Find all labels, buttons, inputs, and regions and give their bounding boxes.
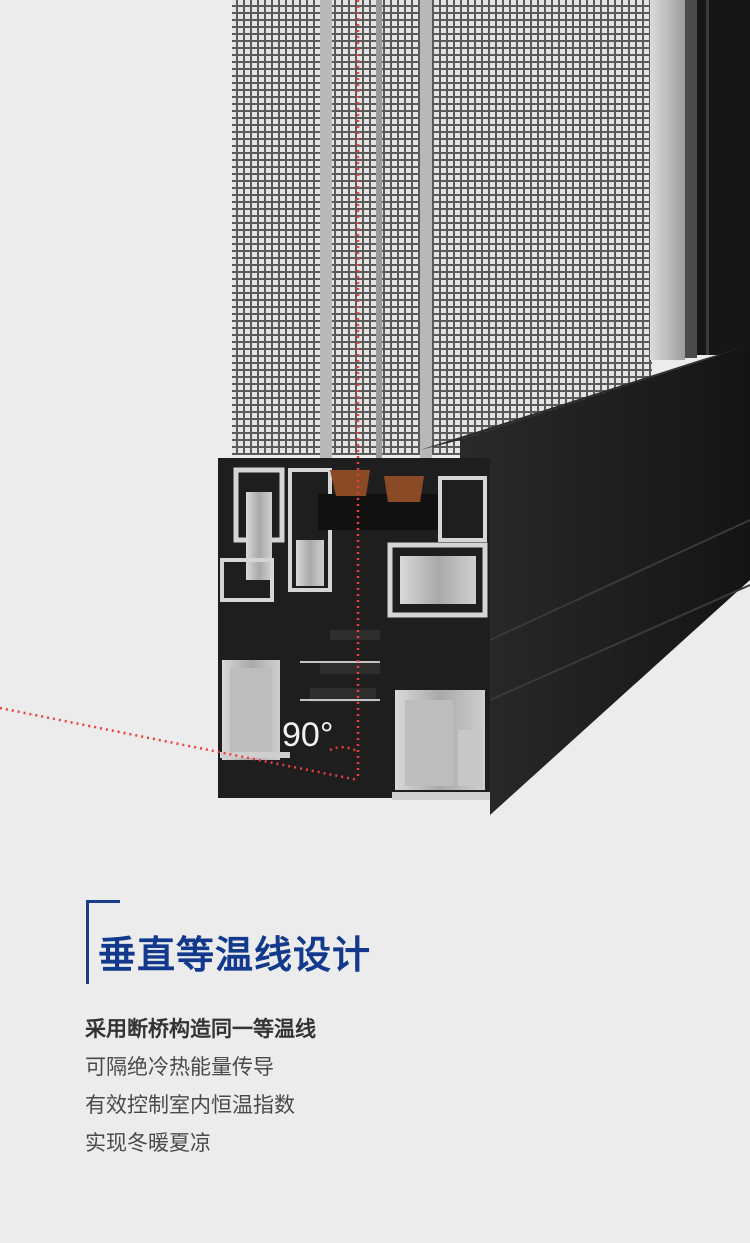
feature-description: 采用断桥构造同一等温线 可隔绝冷热能量传导 有效控制室内恒温指数 实现冬暖夏凉 [85, 1010, 685, 1162]
description-line: 采用断桥构造同一等温线 [85, 1017, 316, 1041]
frame-body [420, 345, 750, 815]
description-line: 实现冬暖夏凉 [85, 1131, 211, 1155]
isotherm-lines [0, 0, 360, 782]
profile-cross-section [218, 458, 490, 800]
feature-title: 垂直等温线设计 [98, 933, 372, 977]
frame-vertical-section [650, 0, 750, 360]
description-line: 有效控制室内恒温指数 [85, 1093, 295, 1117]
title-bracket [86, 900, 120, 984]
seal-right [384, 476, 424, 502]
seal-left [330, 470, 370, 496]
angle-label: 90° [282, 716, 333, 754]
feature-title-block: 垂直等温线设计 [86, 900, 686, 990]
description-line: 可隔绝冷热能量传导 [85, 1055, 274, 1079]
glass-mesh-panel [232, 0, 652, 470]
